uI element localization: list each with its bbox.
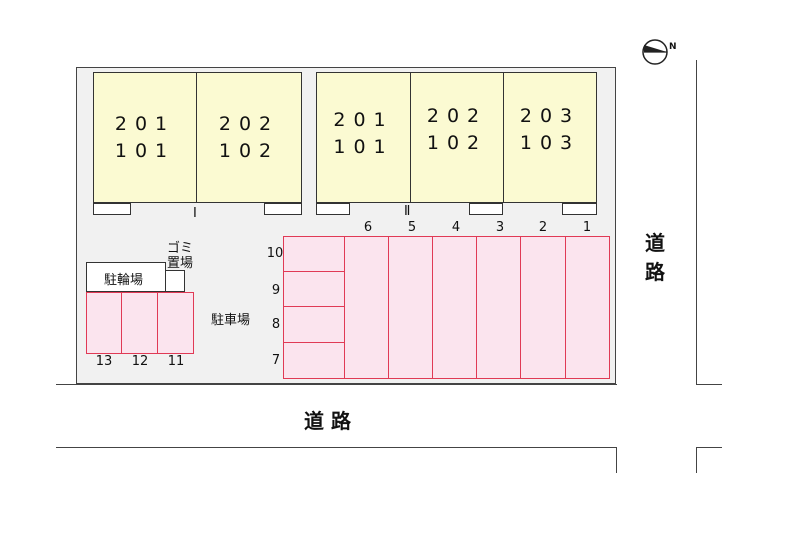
road-edge-top <box>56 384 617 385</box>
car-space-number: 3 <box>495 220 505 235</box>
road-edge-right-lower-stub <box>696 447 697 473</box>
unit-lower-number: 102 <box>218 140 280 162</box>
car-space-number: 4 <box>451 220 461 235</box>
porch <box>93 203 131 215</box>
unit-upper-number: 202 <box>426 105 488 127</box>
garbage-area-label-2: 置場 <box>167 256 194 271</box>
bicycle-space-number: 12 <box>131 354 149 369</box>
car-space-number: 7 <box>271 353 281 368</box>
car-space-number: 1 <box>582 220 592 235</box>
porch <box>469 203 503 215</box>
unit-lower-number: 101 <box>114 140 176 162</box>
road-edge-right-inner <box>696 60 697 384</box>
road-label-right-1: 道 <box>645 231 665 255</box>
car-parking-label: 駐車場 <box>211 313 251 328</box>
road-edge-bottom-corner <box>616 447 617 473</box>
road-edge-right-inner-corner <box>696 384 722 385</box>
road-label-right-2: 路 <box>645 260 665 284</box>
building-1-unit-1: 201 101 <box>93 72 197 203</box>
bicycle-space-number: 11 <box>167 354 185 369</box>
building-1-label: Ⅰ <box>193 206 197 221</box>
unit-upper-number: 201 <box>333 109 394 131</box>
car-space <box>283 306 345 343</box>
unit-lower-number: 102 <box>426 132 488 154</box>
garbage-area-label-1: ゴミ <box>167 241 194 256</box>
car-space-number: 5 <box>407 220 417 235</box>
road-label-bottom: 道 路 <box>304 409 351 433</box>
car-space <box>388 236 433 379</box>
car-space-number: 9 <box>271 283 281 298</box>
bicycle-space <box>157 292 194 354</box>
unit-lower-number: 101 <box>333 136 394 158</box>
car-space <box>565 236 610 379</box>
car-space <box>520 236 566 379</box>
compass-north-label: N <box>669 42 677 52</box>
porch <box>316 203 350 215</box>
unit-upper-number: 202 <box>218 113 280 135</box>
bicycle-space <box>121 292 158 354</box>
car-space-number: 10 <box>266 246 284 261</box>
bicycle-parking-label: 駐輪場 <box>104 273 144 288</box>
building-1-unit-2: 202 102 <box>196 72 302 203</box>
bicycle-space-number: 13 <box>95 354 113 369</box>
car-space <box>476 236 521 379</box>
building-2-label: Ⅱ <box>404 204 411 219</box>
road-edge-bottom <box>56 447 617 448</box>
bicycle-space <box>86 292 122 354</box>
garbage-area <box>165 270 185 292</box>
building-2-unit-3: 203 103 <box>503 72 597 203</box>
car-space-number: 2 <box>538 220 548 235</box>
porch <box>562 203 597 215</box>
car-space <box>283 236 345 272</box>
unit-upper-number: 203 <box>519 105 581 127</box>
car-space <box>283 342 345 379</box>
bicycle-parking-shelter <box>86 262 166 292</box>
car-space <box>344 236 389 379</box>
car-space-number: 8 <box>271 317 281 332</box>
building-2-unit-1: 201 101 <box>316 72 411 203</box>
car-space-number: 6 <box>363 220 373 235</box>
unit-upper-number: 201 <box>114 113 176 135</box>
north-arrow-icon: N <box>641 38 677 66</box>
porch <box>264 203 302 215</box>
building-2-unit-2: 202 102 <box>410 72 504 203</box>
unit-lower-number: 103 <box>519 132 581 154</box>
car-space <box>432 236 477 379</box>
car-space <box>283 271 345 307</box>
road-edge-right-lower <box>696 447 722 448</box>
